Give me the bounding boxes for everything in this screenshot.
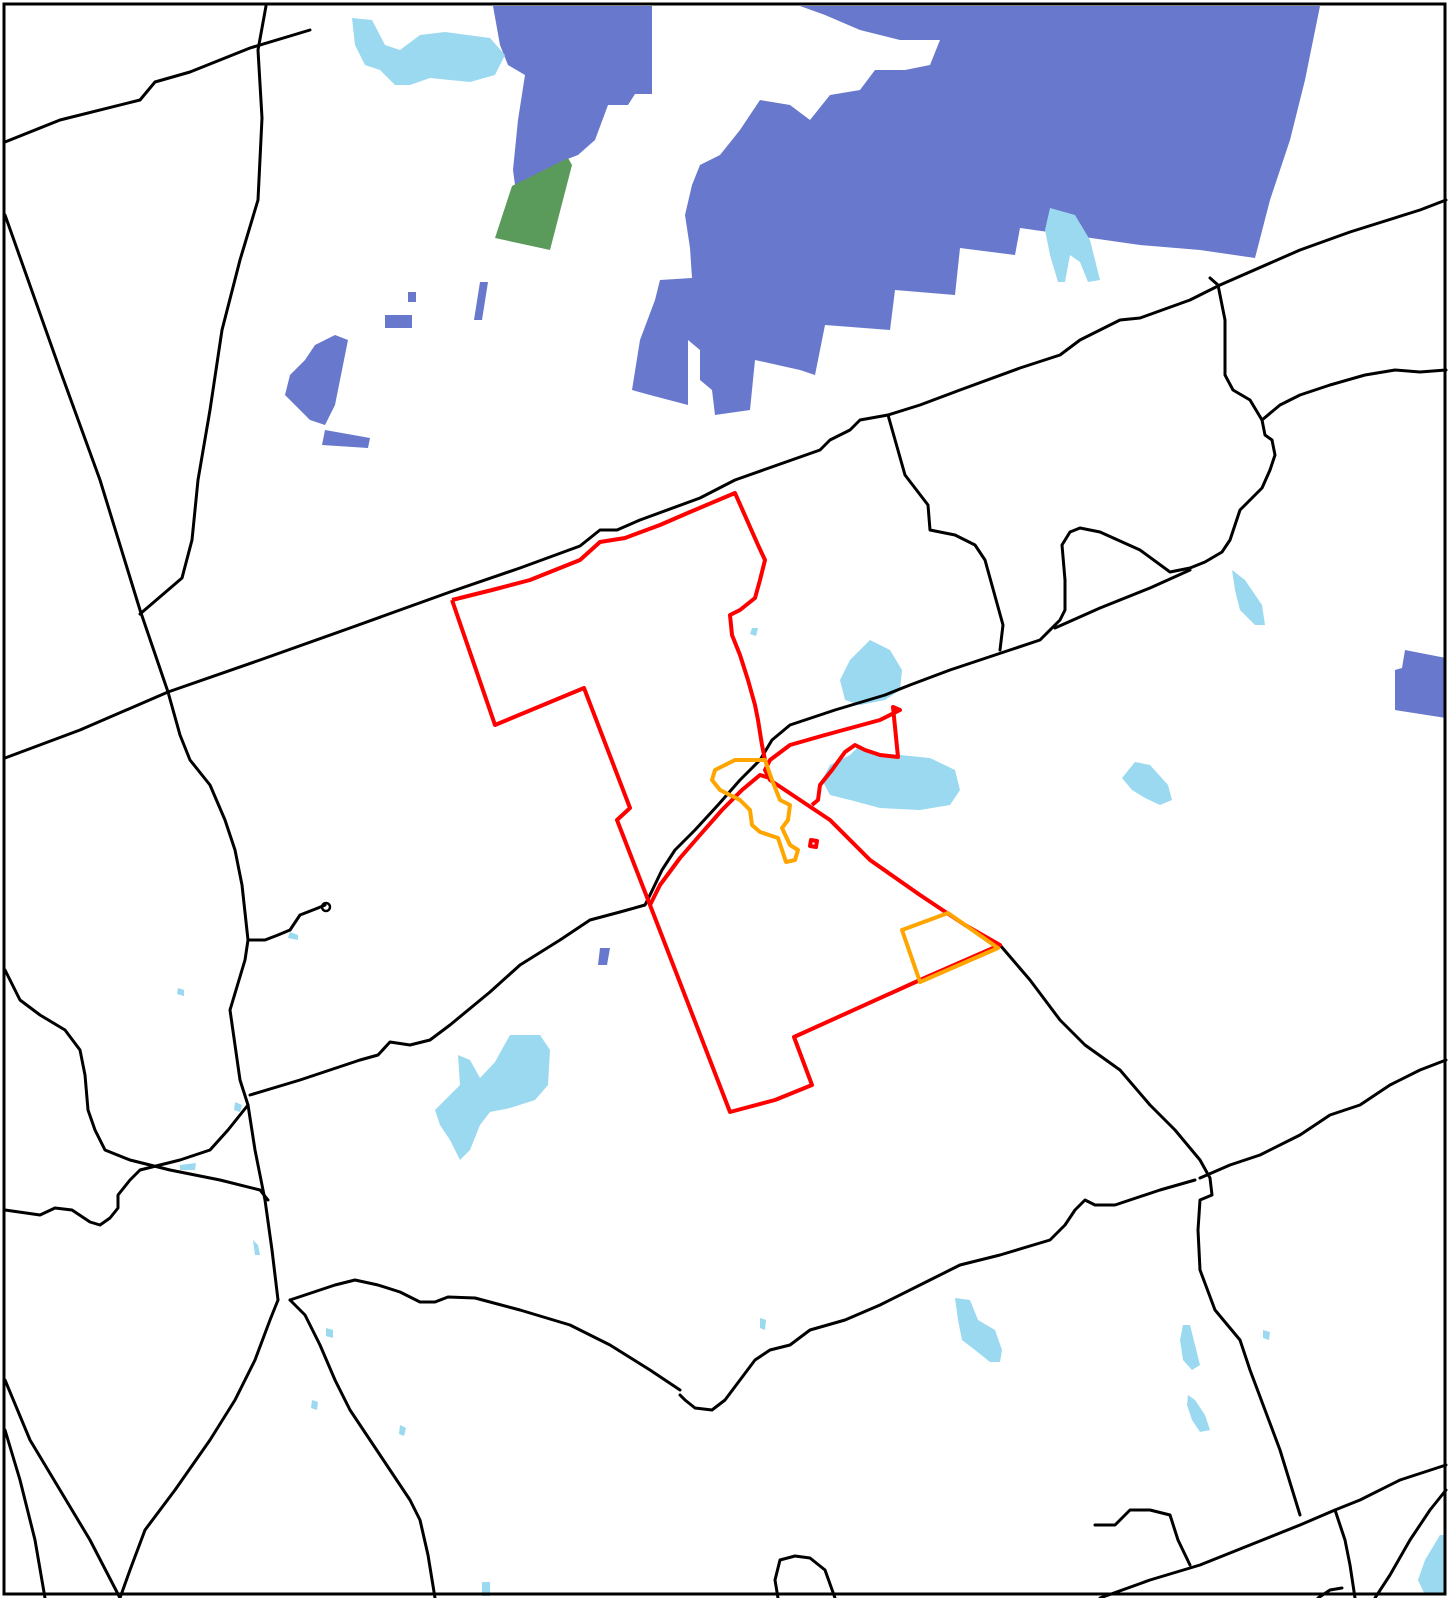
wetland-area-small-3 bbox=[408, 292, 416, 302]
road bbox=[886, 413, 1005, 652]
road bbox=[3, 1103, 250, 1227]
water-body-nw bbox=[352, 18, 505, 85]
water-body-small-5 bbox=[180, 1163, 196, 1170]
forest-area bbox=[495, 158, 572, 250]
water-body-se-2 bbox=[1180, 1325, 1200, 1370]
roads-layer bbox=[3, 4, 1448, 1598]
road bbox=[1053, 568, 1192, 630]
water-body-small-8 bbox=[311, 1400, 318, 1410]
road bbox=[1093, 1508, 1192, 1567]
road bbox=[3, 1378, 122, 1598]
road bbox=[246, 903, 327, 942]
road bbox=[3, 28, 312, 144]
water-body-small-1 bbox=[750, 628, 758, 636]
boundary-secondary-layer bbox=[710, 758, 1000, 984]
water-body-pond-2 bbox=[822, 745, 960, 810]
road bbox=[3, 1428, 47, 1598]
boundary-primary-north bbox=[451, 491, 767, 761]
road bbox=[768, 778, 1302, 1517]
forest-layer bbox=[495, 158, 572, 250]
water-body-small-2 bbox=[288, 932, 298, 940]
water-body-south-lake bbox=[435, 1035, 550, 1160]
road bbox=[118, 1298, 280, 1598]
boundary-secondary-east bbox=[900, 911, 1000, 984]
boundary-secondary-center bbox=[710, 758, 800, 864]
wetland-area-west-2 bbox=[322, 430, 370, 448]
water-body-small-10 bbox=[760, 1318, 766, 1330]
road bbox=[3, 968, 270, 1202]
boundary-primary-layer bbox=[450, 491, 1002, 1114]
road bbox=[883, 276, 1277, 697]
wetland-layer bbox=[285, 6, 1446, 965]
boundary-primary-road-strip bbox=[648, 773, 771, 906]
road bbox=[3, 213, 280, 1302]
water-body-pond-1 bbox=[840, 640, 902, 705]
water-body-east-1 bbox=[1232, 570, 1265, 625]
wetland-area-east bbox=[1395, 650, 1446, 718]
road bbox=[1333, 1508, 1357, 1598]
water-body-small-4 bbox=[234, 1102, 242, 1112]
road bbox=[288, 1278, 682, 1392]
road bbox=[1098, 1463, 1448, 1598]
water-body-small-3 bbox=[177, 988, 184, 996]
water-body-se-1 bbox=[955, 1298, 1002, 1362]
road bbox=[1373, 1488, 1448, 1598]
water-body-corner bbox=[1418, 1535, 1446, 1595]
road bbox=[288, 1298, 437, 1598]
wetland-area-northeast bbox=[632, 6, 1320, 415]
road-end-marker bbox=[320, 901, 332, 913]
water-body-small-11 bbox=[1263, 1330, 1270, 1340]
boundary-primary-dot bbox=[808, 838, 819, 849]
wetland-area-north bbox=[493, 6, 652, 185]
road bbox=[1198, 1058, 1448, 1180]
wetland-area-south-small bbox=[598, 948, 610, 965]
water-body-small-9 bbox=[399, 1425, 406, 1436]
wetland-area-west-1 bbox=[285, 335, 348, 425]
road bbox=[248, 693, 887, 1097]
road bbox=[1260, 368, 1448, 422]
road bbox=[138, 4, 268, 616]
water-body-ne bbox=[1045, 208, 1100, 282]
wetland-area-small-2 bbox=[474, 282, 488, 320]
water-body-se-3 bbox=[1187, 1395, 1210, 1432]
road bbox=[773, 1554, 837, 1598]
water-body-east-2 bbox=[1122, 762, 1172, 805]
road bbox=[3, 198, 1448, 760]
water-body-small-7 bbox=[326, 1328, 333, 1338]
water-body-small-6 bbox=[253, 1240, 260, 1255]
wetland-area-small-1 bbox=[385, 315, 412, 328]
boundary-primary-outline bbox=[450, 599, 1002, 1114]
water-layer bbox=[177, 18, 1446, 1596]
road bbox=[678, 1178, 1197, 1412]
